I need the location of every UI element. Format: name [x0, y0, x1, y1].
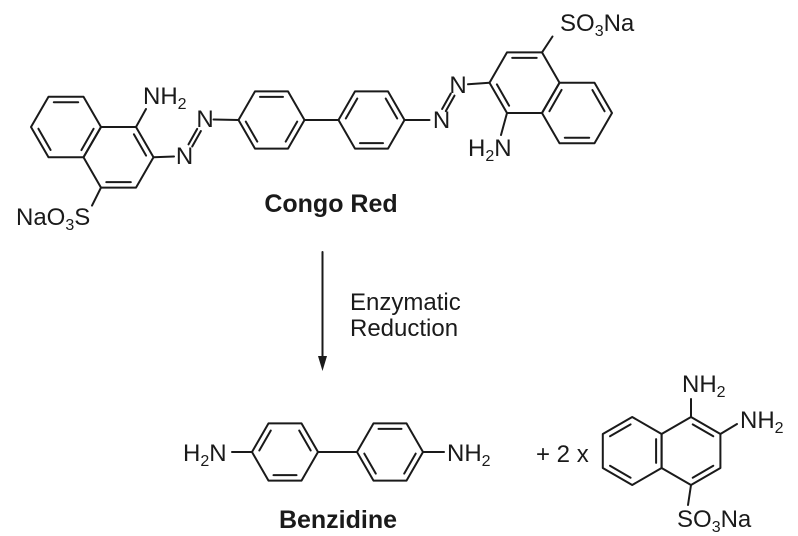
right-azo-group: N N	[403, 72, 491, 134]
arrowhead	[318, 356, 327, 371]
azo-nitrogen-label: N	[449, 72, 466, 99]
bond	[467, 81, 491, 86]
sulfonate-label: SO3Na	[677, 506, 752, 536]
amine-label: H2N	[183, 440, 227, 470]
double-bond-line	[609, 423, 632, 438]
hexagon-ring	[660, 416, 722, 486]
hexagon-ring	[356, 422, 424, 482]
benzidine-caption: Benzidine	[279, 506, 397, 534]
bond	[212, 118, 240, 121]
naphthalene-product-structure: NH2 NH2 SO3Na	[601, 371, 784, 536]
hexagon-ring	[82, 126, 155, 189]
congo-red-structure: NH2 NaO3S N N	[16, 10, 635, 234]
double-bond-line	[691, 423, 715, 438]
sulfonate-bond	[687, 484, 692, 506]
double-bond-line	[609, 464, 632, 479]
double-bond-line	[258, 429, 272, 452]
amine-label: NH2	[740, 407, 784, 437]
azo-double-bond-line	[191, 130, 202, 148]
amine-label: NH2	[447, 440, 491, 470]
amine-bond	[719, 423, 738, 435]
condition-label-line2: Reduction	[350, 315, 458, 342]
amine-label: H2N	[468, 135, 512, 165]
double-bond-line	[344, 97, 359, 120]
amine-bond	[135, 108, 147, 128]
amine-label: NH2	[143, 83, 187, 113]
biphenyl-core	[237, 90, 406, 150]
left-naphthalene-unit: NH2 NaO3S	[16, 83, 187, 234]
double-bond-line	[548, 88, 563, 113]
right-naphthalene-unit: H2N SO3Na	[468, 10, 635, 165]
sulfonate-label: NaO3S	[16, 204, 90, 234]
double-bond-line	[591, 89, 606, 113]
double-bond-line	[284, 120, 299, 143]
double-bond-line	[495, 83, 511, 107]
double-bond-line	[80, 127, 95, 152]
double-bond-line	[363, 452, 377, 475]
double-bond-line	[384, 97, 399, 120]
congo-red-caption: Congo Red	[264, 190, 397, 218]
condition-label-line1: Enzymatic	[350, 289, 461, 316]
double-bond-line	[403, 452, 417, 475]
hexagon-ring	[237, 90, 306, 150]
benzidine-structure: H2N NH2 Benzidine	[183, 422, 491, 534]
azo-nitrogen-label: N	[196, 106, 213, 133]
sulfonate-bond	[91, 186, 102, 207]
amine-label: NH2	[682, 371, 726, 401]
double-bond-line	[244, 120, 259, 143]
plus-coefficient: + 2 x	[536, 441, 589, 468]
hexagon-ring	[541, 81, 613, 145]
amine-bond	[500, 112, 508, 136]
azo-nitrogen-label: N	[433, 107, 450, 134]
double-bond-line	[298, 429, 312, 452]
azo-nitrogen-label: N	[176, 143, 193, 170]
sulfonate-bond	[541, 35, 554, 54]
hexagon-ring	[30, 95, 102, 159]
double-bond-line	[37, 127, 52, 151]
azo-double-bond-line	[444, 94, 456, 113]
sulfonate-label: SO3Na	[560, 10, 635, 40]
reaction-arrow: Enzymatic Reduction	[318, 251, 461, 371]
double-bond-line	[691, 464, 715, 479]
left-azo-group: N N	[152, 106, 240, 170]
hexagon-ring	[601, 416, 663, 486]
azo-double-bond-line	[441, 92, 452, 110]
double-bond-line	[132, 133, 148, 157]
hexagon-ring	[251, 422, 319, 482]
azo-double-bond-line	[187, 127, 199, 146]
hexagon-ring	[488, 51, 561, 114]
hexagon-ring	[337, 90, 406, 150]
bond	[152, 155, 175, 159]
